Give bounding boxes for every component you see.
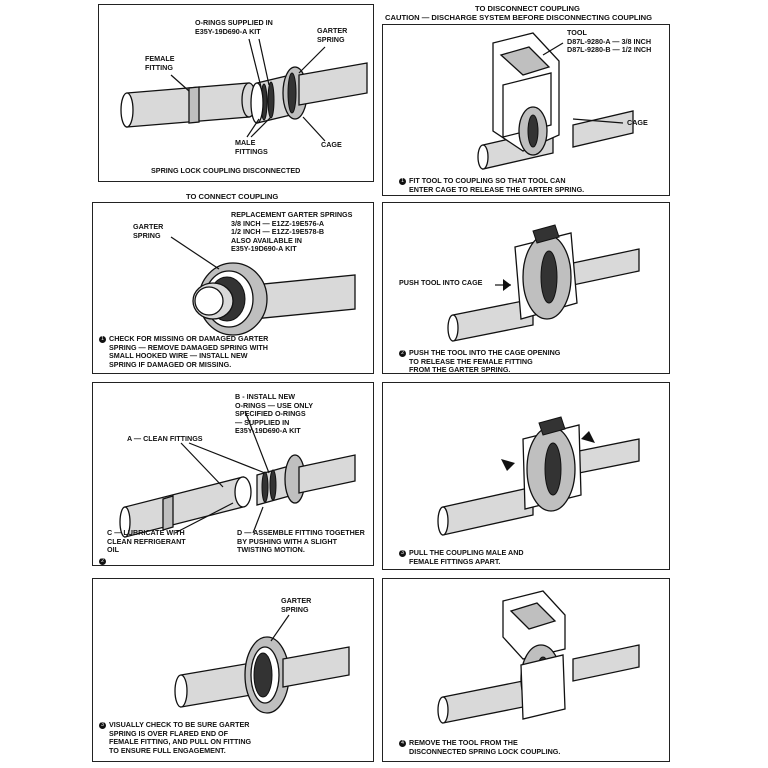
coupling-disconnected-illustration (120, 38, 368, 142)
step-number-badge: 3 (99, 722, 106, 729)
panel-visual-check: GARTER SPRING 3 VISUALLY CHECK TO BE SUR… (92, 578, 374, 762)
intro-caption: SPRING LOCK COUPLING DISCONNECTED (151, 166, 301, 175)
garter-spring-label: GARTER SPRING (317, 26, 348, 44)
check-spring-caption: CHECK FOR MISSING OR DAMAGED GARTER SPRI… (109, 334, 269, 369)
step-number-badge: 3 (399, 550, 406, 557)
pull-apart-illustration (437, 416, 640, 536)
tool-label: TOOL D87L-9280-A — 3/8 INCH D87L-9280-B … (567, 28, 652, 55)
replacement-springs-label: REPLACEMENT GARTER SPRINGS 3/8 INCH — E1… (231, 210, 353, 254)
female-fitting-label: FEMALE FITTING (145, 54, 175, 72)
panel-spring-lock-disconnected: O-RINGS SUPPLIED IN E35Y-19D690-A KIT GA… (98, 4, 374, 182)
install-o-rings-label: B - INSTALL NEW O-RINGS — USE ONLY SPECI… (235, 392, 314, 436)
step-number-badge: 2 (99, 558, 106, 565)
panel-fit-tool: TOOL D87L-9280-A — 3/8 INCH D87L-9280-B … (382, 24, 670, 196)
fit-tool-caption: FIT TOOL TO COUPLING SO THAT TOOL CAN EN… (409, 176, 585, 194)
check-spring-step: 1 CHECK FOR MISSING OR DAMAGED GARTER SP… (99, 334, 269, 369)
disconnect-title: TO DISCONNECT COUPLING (475, 4, 580, 13)
pull-apart-caption: PULL THE COUPLING MALE AND FEMALE FITTIN… (409, 548, 524, 566)
remove-tool-caption: REMOVE THE TOOL FROM THE DISCONNECTED SP… (409, 738, 561, 756)
clean-fittings-label: A — CLEAN FITTINGS (127, 434, 203, 443)
panel-assemble-fittings: B - INSTALL NEW O-RINGS — USE ONLY SPECI… (92, 382, 374, 566)
step-number-badge: 1 (99, 336, 106, 343)
o-rings-label: O-RINGS SUPPLIED IN E35Y-19D690-A KIT (195, 18, 273, 36)
remove-tool-illustration (437, 590, 640, 724)
connect-title: TO CONNECT COUPLING (186, 192, 279, 201)
disconnect-caution: CAUTION — DISCHARGE SYSTEM BEFORE DISCON… (385, 13, 653, 22)
push-tool-caption: PUSH THE TOOL INTO THE CAGE OPENING TO R… (409, 348, 561, 375)
garter-spring-label: GARTER SPRING (133, 222, 164, 240)
fit-tool-step: 1 FIT TOOL TO COUPLING SO THAT TOOL CAN … (399, 176, 585, 194)
visual-check-illustration (174, 614, 350, 714)
cage-label: CAGE (321, 140, 342, 149)
panel-push-tool: PUSH TOOL INTO CAGE 2 PUSH THE TOOL INTO… (382, 202, 670, 374)
step-number-badge: 2 (399, 350, 406, 357)
panel-check-garter-spring: GARTER SPRING REPLACEMENT GARTER SPRINGS… (92, 202, 374, 374)
visual-check-caption: VISUALLY CHECK TO BE SURE GARTER SPRING … (109, 720, 252, 755)
push-tool-label: PUSH TOOL INTO CAGE (399, 278, 483, 287)
panel-pull-apart: 3 PULL THE COUPLING MALE AND FEMALE FITT… (382, 382, 670, 570)
visual-check-step: 3 VISUALLY CHECK TO BE SURE GARTER SPRIN… (99, 720, 252, 755)
step-number-badge: 1 (399, 178, 406, 185)
pull-apart-step: 3 PULL THE COUPLING MALE AND FEMALE FITT… (399, 548, 524, 566)
cage-label: CAGE (627, 118, 648, 127)
assemble-illustration (119, 410, 356, 538)
lubricate-label: C — LUBRICATE WITH CLEAN REFRIGERANT OIL (107, 528, 186, 555)
male-fittings-label: MALE FITTINGS (235, 138, 268, 156)
assemble-label: D — ASSEMBLE FITTING TOGETHER BY PUSHING… (237, 528, 365, 555)
remove-tool-step: 4 REMOVE THE TOOL FROM THE DISCONNECTED … (399, 738, 561, 756)
push-tool-step: 2 PUSH THE TOOL INTO THE CAGE OPENING TO… (399, 348, 561, 375)
panel-remove-tool: 4 REMOVE THE TOOL FROM THE DISCONNECTED … (382, 578, 670, 762)
step-number-badge: 4 (399, 740, 406, 747)
push-tool-illustration (447, 224, 640, 342)
fit-tool-illustration (477, 32, 634, 170)
check-spring-illustration (170, 236, 356, 336)
garter-spring-label: GARTER SPRING (281, 596, 312, 614)
